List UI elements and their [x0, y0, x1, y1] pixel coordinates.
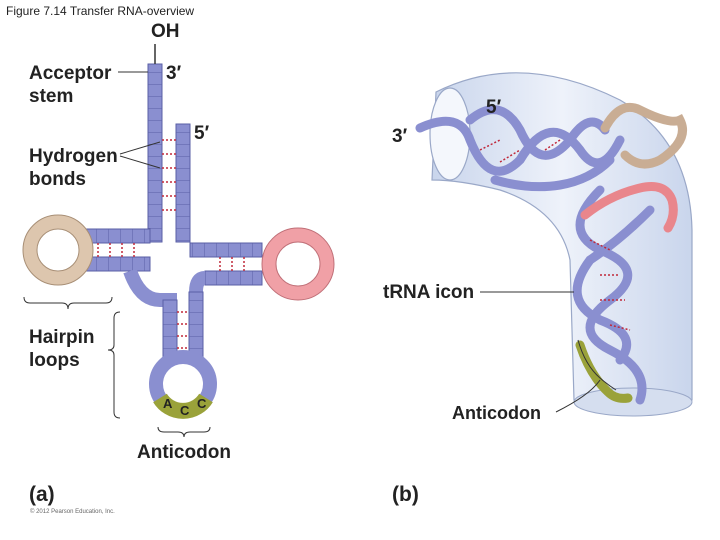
panel-a-leader-lines — [23, 71, 211, 438]
five-prime-label-a: 5′ — [194, 123, 210, 144]
acceptor-stem-label-line2: stem — [29, 86, 74, 107]
three-prime-label-a: 3′ — [166, 63, 182, 84]
three-prime-label-b: 3′ — [392, 126, 408, 147]
panel-b-label: (b) — [392, 483, 419, 506]
panel-b-leader-lines — [480, 291, 617, 413]
acceptor-strand-3prime — [147, 63, 163, 243]
anticodon-label-b: Anticodon — [452, 403, 541, 423]
anticodon-label-a: Anticodon — [137, 442, 231, 463]
trna-3d-diagram — [415, 72, 693, 417]
acceptor-stem-label-line1: Acceptor — [29, 63, 112, 84]
cloverleaf-diagram — [22, 44, 335, 419]
base-3: C — [197, 396, 207, 411]
panel-a-label: (a) — [29, 483, 55, 506]
anticodon-loop — [149, 350, 217, 419]
acceptor-strand-5prime — [175, 123, 191, 243]
base-1: A — [163, 396, 173, 411]
five-prime-label-b: 5′ — [486, 97, 502, 118]
oh-label: OH — [151, 21, 180, 42]
figure-caption: Figure 7.14 Transfer RNA-overview — [6, 4, 195, 18]
trna-icon-label: tRNA icon — [383, 282, 475, 303]
hydrogen-bonds-label-line1: Hydrogen — [29, 146, 118, 167]
base-2: C — [180, 403, 190, 418]
copyright-note: © 2012 Pearson Education, Inc. — [30, 509, 115, 515]
left-hairpin-loop — [22, 214, 94, 286]
hydrogen-bonds-label-line2: bonds — [29, 169, 86, 190]
right-hairpin-loop — [261, 227, 335, 301]
hairpin-loops-label-line2: loops — [29, 350, 80, 371]
hairpin-loops-label-line1: Hairpin — [29, 327, 95, 348]
